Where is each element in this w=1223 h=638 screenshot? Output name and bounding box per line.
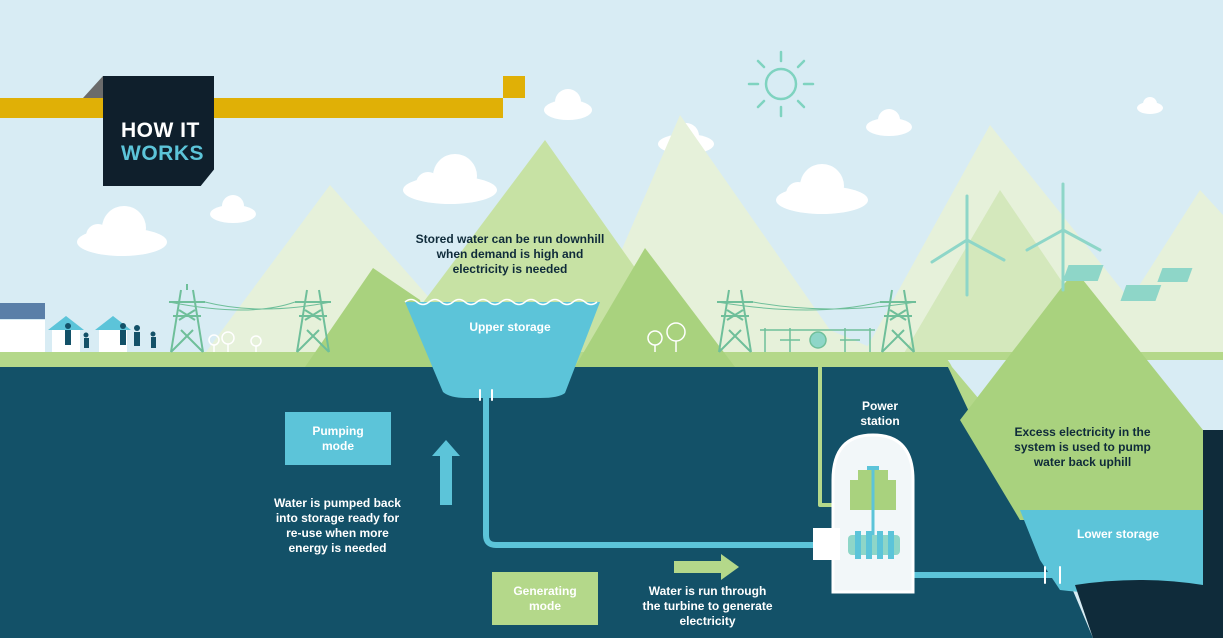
water-run-label: Water is run through the turbine to gene…	[642, 584, 773, 628]
pumping-mode-box	[285, 412, 391, 465]
cloud-icon	[544, 89, 592, 120]
pylon-icon	[169, 284, 205, 353]
cloud-icon	[77, 206, 167, 256]
lower-storage-bed	[1075, 580, 1203, 638]
person-icon	[150, 331, 156, 348]
generating-mode-box	[492, 572, 598, 625]
pumping-mode-label: Pumping mode	[312, 423, 364, 453]
stored-water-label: Stored water can be run downhill when de…	[415, 232, 605, 276]
tree-icon	[208, 334, 220, 352]
cloud-icon	[403, 154, 497, 204]
person-icon	[65, 323, 71, 345]
badge-line2: WORKS	[121, 142, 204, 165]
right-edge-block	[1203, 430, 1223, 638]
power-lines	[716, 301, 917, 311]
cloud-icon	[210, 195, 256, 223]
power-station	[831, 433, 915, 594]
generating-mode-label: Generating mode	[513, 583, 577, 613]
substation	[760, 328, 875, 352]
right-mountain	[960, 270, 1203, 520]
tree-icon	[221, 331, 235, 352]
pylon-icon	[880, 289, 916, 353]
wind-turbine-icon	[930, 194, 1006, 297]
power-lines	[168, 301, 332, 311]
excess-electricity-label: Excess electricity in the system is used…	[1014, 425, 1151, 469]
lower-storage-label: Lower storage	[1076, 527, 1160, 541]
tree-icon	[647, 330, 663, 352]
arrow-up-icon	[432, 440, 460, 505]
upper-storage-reservoir	[405, 302, 600, 398]
middle-mountain	[575, 248, 735, 367]
arrow-right-icon	[674, 554, 739, 580]
house-icon	[0, 320, 45, 352]
solar-panel-icon	[1062, 265, 1104, 281]
cloud-icon	[776, 164, 868, 214]
badge-line1: HOW IT	[121, 119, 200, 142]
house-icon	[48, 316, 84, 330]
how-it-works-badge: HOW IT WORKS	[103, 76, 214, 186]
pumped-back-label: Water is pumped back into storage ready …	[274, 496, 401, 555]
town	[0, 303, 156, 352]
person-icon	[120, 323, 126, 345]
upper-storage-label: Upper storage	[469, 320, 551, 334]
wind-turbine-icon	[1025, 182, 1102, 292]
power-station-label: Power station	[860, 399, 900, 428]
solar-panel-icon	[0, 303, 45, 319]
left-mountain	[305, 268, 437, 367]
solar-panel-icon	[1157, 268, 1193, 282]
sun-icon	[747, 50, 815, 118]
cloud-icon	[866, 109, 912, 136]
solar-panel-icon	[1120, 285, 1162, 301]
pylon-icon	[295, 289, 331, 353]
pylon-icon	[717, 289, 753, 353]
tree-icon	[666, 322, 686, 352]
water-surface	[404, 298, 598, 306]
tree-icon	[250, 335, 262, 352]
cloud-icon	[1137, 97, 1163, 114]
person-icon	[134, 325, 140, 346]
lower-storage-reservoir	[1020, 510, 1203, 594]
turbine-icon	[813, 528, 900, 560]
person-icon	[83, 332, 89, 348]
